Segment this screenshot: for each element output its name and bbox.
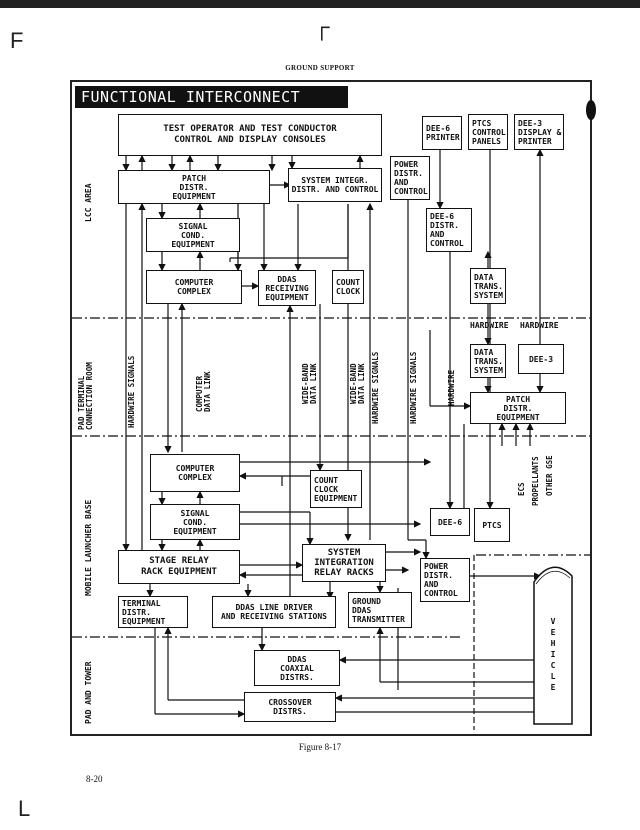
page-number: 8-20 <box>86 774 103 784</box>
hardwire-signals-label-2: HARDWIRE SIGNALS <box>371 351 380 424</box>
computer-complex-lcc: COMPUTER COMPLEX <box>146 270 242 304</box>
data-trans-system-ptcr: DATA TRANS. SYSTEM <box>470 344 506 378</box>
wide-band-data-link-label-1: WIDE-BAND DATA LINK <box>301 363 318 404</box>
zone-label-mlb: MOBILE LAUNCHER BASE <box>84 499 93 596</box>
power-distr-control-lcc: POWER DISTR. AND CONTROL <box>390 156 430 200</box>
count-clock-lcc: COUNT CLOCK <box>332 270 364 304</box>
dee6-distr-control: DEE-6 DISTR. AND CONTROL <box>426 208 472 252</box>
ecs-label: ECS <box>517 482 526 496</box>
corner-mark-bottom-left: L <box>18 796 31 821</box>
system-integration-relay-racks: SYSTEM INTEGRATION RELAY RACKS <box>302 544 386 582</box>
ptcs-control-panels: PTCS CONTROL PANELS <box>468 114 508 150</box>
ptcs-mlb: PTCS <box>474 508 510 542</box>
wide-band-data-link-label-2: WIDE-BAND DATA LINK <box>349 363 366 404</box>
test-operator-consoles: TEST OPERATOR AND TEST CONDUCTOR CONTROL… <box>118 114 382 156</box>
hardwire-label-h2: HARDWIRE <box>520 321 559 330</box>
hardwire-signals-label-3: HARDWIRE SIGNALS <box>409 351 418 424</box>
dee3-display-printer: DEE-3 DISPLAY & PRINTER <box>514 114 564 150</box>
vehicle-outline <box>533 566 573 725</box>
other-gse-label: OTHER GSE <box>545 455 554 496</box>
vehicle-label: V E H I C L E <box>550 616 556 692</box>
corner-mark-top-left: F <box>10 28 24 53</box>
ground-ddas-transmitter: GROUND DDAS TRANSMITTER <box>348 592 412 628</box>
ddas-line-driver-receiving: DDAS LINE DRIVER AND RECEIVING STATIONS <box>212 596 336 628</box>
hardwire-label-h1: HARDWIRE <box>470 321 509 330</box>
signal-cond-equipment-mlb: SIGNAL COND. EQUIPMENT <box>150 504 240 540</box>
zone-label-ptcr: PAD TERMINAL CONNECTION ROOM <box>77 362 94 430</box>
dee6-printer: DEE-6 PRINTER <box>422 116 462 150</box>
patch-distr-equipment-ptcr: PATCH DISTR. EQUIPMENT <box>470 392 566 424</box>
signal-cond-equipment-lcc: SIGNAL COND. EQUIPMENT <box>146 218 240 252</box>
margin-blot <box>586 100 596 120</box>
stage-relay-rack-equipment: STAGE RELAY RACK EQUIPMENT <box>118 550 240 584</box>
ddas-receiving-equipment: DDAS RECEIVING EQUIPMENT <box>258 270 316 306</box>
scan-top-edge <box>0 0 640 8</box>
hardwire-signals-label-1: HARDWIRE SIGNALS <box>127 355 136 428</box>
power-distr-control-mlb: POWER DISTR. AND CONTROL <box>420 558 470 602</box>
hardwire-label-v: HARDWIRE <box>447 369 456 406</box>
figure-caption: Figure 8-17 <box>298 742 342 752</box>
dee6-mlb: DEE-6 <box>430 508 470 536</box>
corner-mark-top-center: ┌ <box>314 14 330 39</box>
page-header: GROUND SUPPORT <box>285 64 355 72</box>
propellants-label: PROPELLANTS <box>531 456 540 506</box>
dee3-ptcr: DEE-3 <box>518 344 564 374</box>
terminal-distr-equipment: TERMINAL DISTR. EQUIPMENT <box>118 596 188 628</box>
diagram-frame <box>70 80 592 736</box>
zone-label-pad: PAD AND TOWER <box>84 661 93 724</box>
computer-data-link-label: COMPUTER DATA LINK <box>195 371 212 412</box>
ddas-coaxial-distrs: DDAS COAXIAL DISTRS. <box>254 650 340 686</box>
patch-distr-equipment-lcc: PATCH DISTR. EQUIPMENT <box>118 170 270 204</box>
computer-complex-mlb: COMPUTER COMPLEX <box>150 454 240 492</box>
count-clock-equipment-mlb: COUNT CLOCK EQUIPMENT <box>310 470 362 508</box>
data-trans-system-lcc: DATA TRANS. SYSTEM <box>470 268 506 304</box>
crossover-distrs: CROSSOVER DISTRS. <box>244 692 336 722</box>
system-integr-distr-control-lcc: SYSTEM INTEGR. DISTR. AND CONTROL <box>288 168 382 202</box>
zone-label-lcc: LCC AREA <box>84 183 93 222</box>
